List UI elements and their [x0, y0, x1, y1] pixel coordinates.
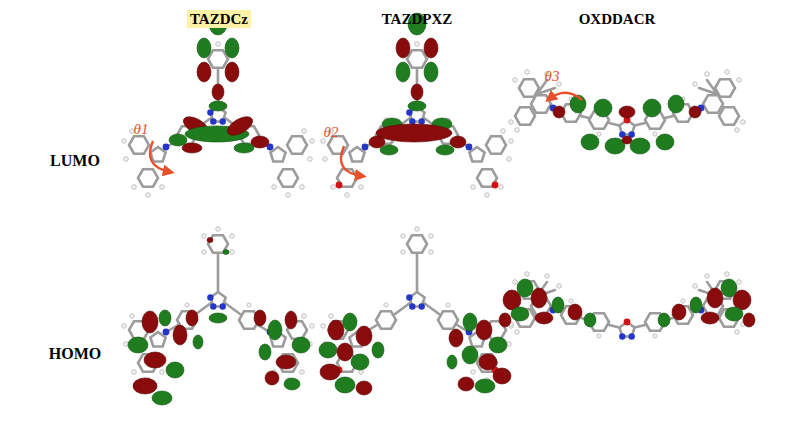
- angle-label: θ2: [324, 123, 339, 141]
- orbital-lobes: [553, 95, 701, 154]
- molecule-name: TAZDCz: [187, 10, 251, 28]
- orbital-lobes: [499, 279, 755, 327]
- angle-label: θ3: [545, 67, 560, 85]
- molecule-name: TAZDPXZ: [382, 10, 453, 28]
- orbital-label: LUMO: [50, 151, 100, 170]
- orbital-lobes: [319, 313, 511, 395]
- molecule-name: OXDDACR: [579, 10, 656, 28]
- molecule-skeleton: [122, 42, 746, 383]
- orbital-label: HOMO: [49, 344, 101, 363]
- angle-label: θ1: [134, 120, 149, 138]
- orbital-lobes: [169, 13, 269, 153]
- orbital-lobes: [128, 238, 310, 406]
- rotation-arrow: [150, 93, 582, 176]
- orbital-lobes: [369, 13, 466, 155]
